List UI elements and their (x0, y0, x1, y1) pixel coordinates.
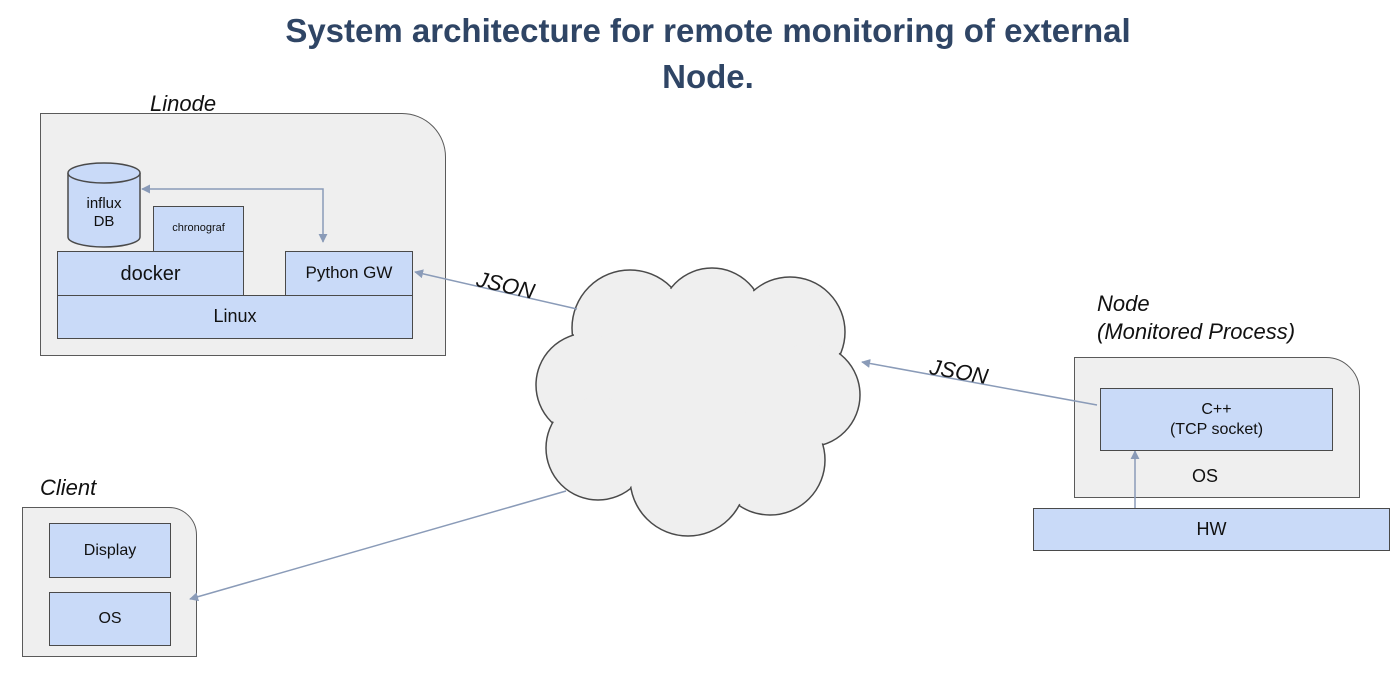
diagram-title: System architecture for remote monitorin… (250, 8, 1166, 100)
node-label: Node (Monitored Process) (1097, 290, 1295, 346)
python-gw-box: Python GW (285, 251, 413, 296)
linux-box: Linux (57, 295, 413, 339)
influxdb-label-line-2: DB (93, 213, 115, 230)
title-line-2: Node. (662, 58, 754, 95)
influxdb-label-line-1: influx (86, 195, 122, 212)
client-display-box: Display (49, 523, 171, 578)
node-label-line-2: (Monitored Process) (1097, 319, 1296, 344)
client-label: Client (40, 475, 97, 500)
influxdb-label: influx DB (70, 195, 138, 231)
node-label-line-1: Node (1097, 291, 1150, 316)
docker-box: docker (57, 251, 244, 296)
python-gw-label: Python GW (305, 263, 393, 283)
node-to-cloud-arrow (861, 359, 1098, 406)
cpp-label-line-2: (TCP socket) (1169, 420, 1264, 438)
cpp-label-line-1: C++ (1201, 401, 1232, 419)
cloud-to-client-arrow (189, 490, 567, 602)
client-os-label: OS (98, 610, 122, 628)
cpp-box: C++ (TCP socket) (1100, 388, 1333, 451)
docker-label: docker (120, 262, 181, 285)
linux-label: Linux (213, 306, 257, 327)
database-cylinder-icon (67, 162, 141, 248)
cloud-to-gateway-arrow (414, 269, 578, 310)
chronograf-box: chronograf (153, 206, 244, 252)
linode-label: Linode (150, 91, 217, 116)
hw-label: HW (1196, 518, 1227, 539)
hw-box: HW (1033, 508, 1390, 551)
chronograf-label: chronograf (172, 222, 225, 235)
node-os-label: OS (1191, 466, 1218, 486)
cloud-network-icon (535, 267, 861, 537)
title-line-1: System architecture for remote monitorin… (285, 12, 1131, 49)
db-gateway-arrow (141, 184, 328, 243)
client-os-box: OS (49, 592, 171, 646)
client-display-label: Display (83, 541, 137, 559)
